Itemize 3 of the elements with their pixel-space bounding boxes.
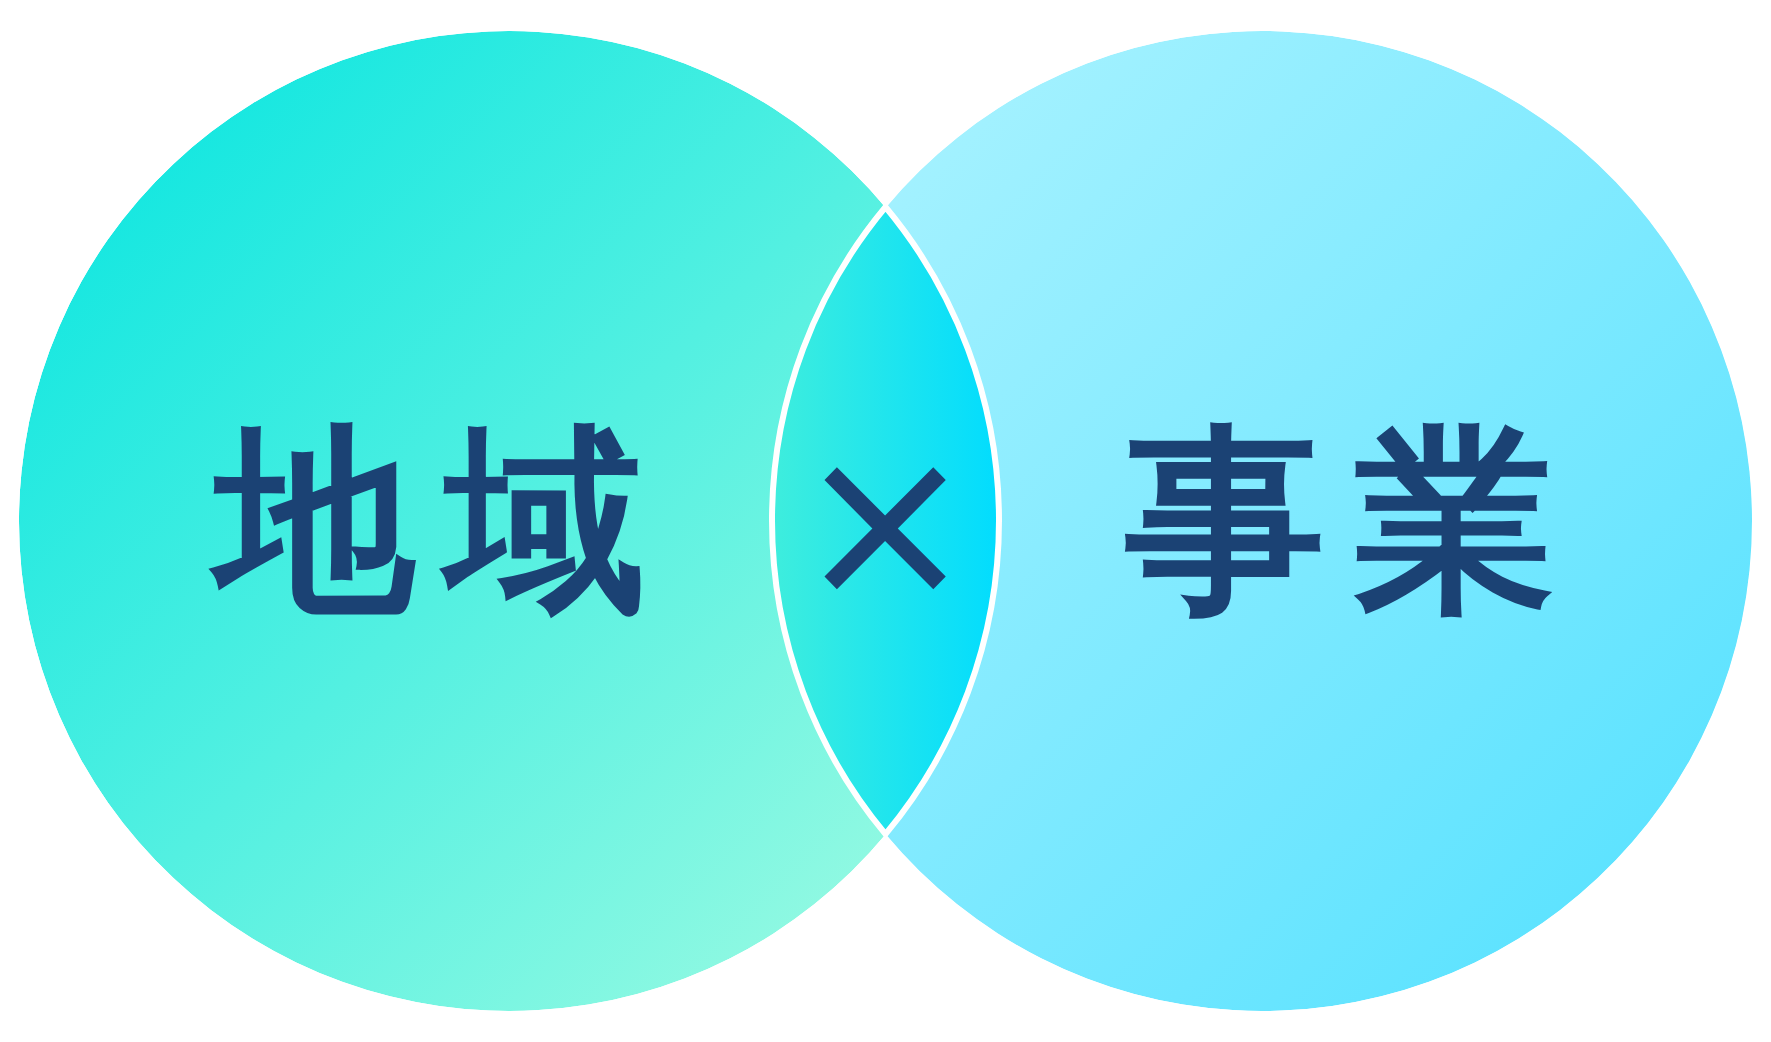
multiplication-sign: × [794, 413, 976, 629]
circle-label: 事業 [1124, 421, 1585, 621]
circle-label: 地域 [185, 421, 675, 621]
